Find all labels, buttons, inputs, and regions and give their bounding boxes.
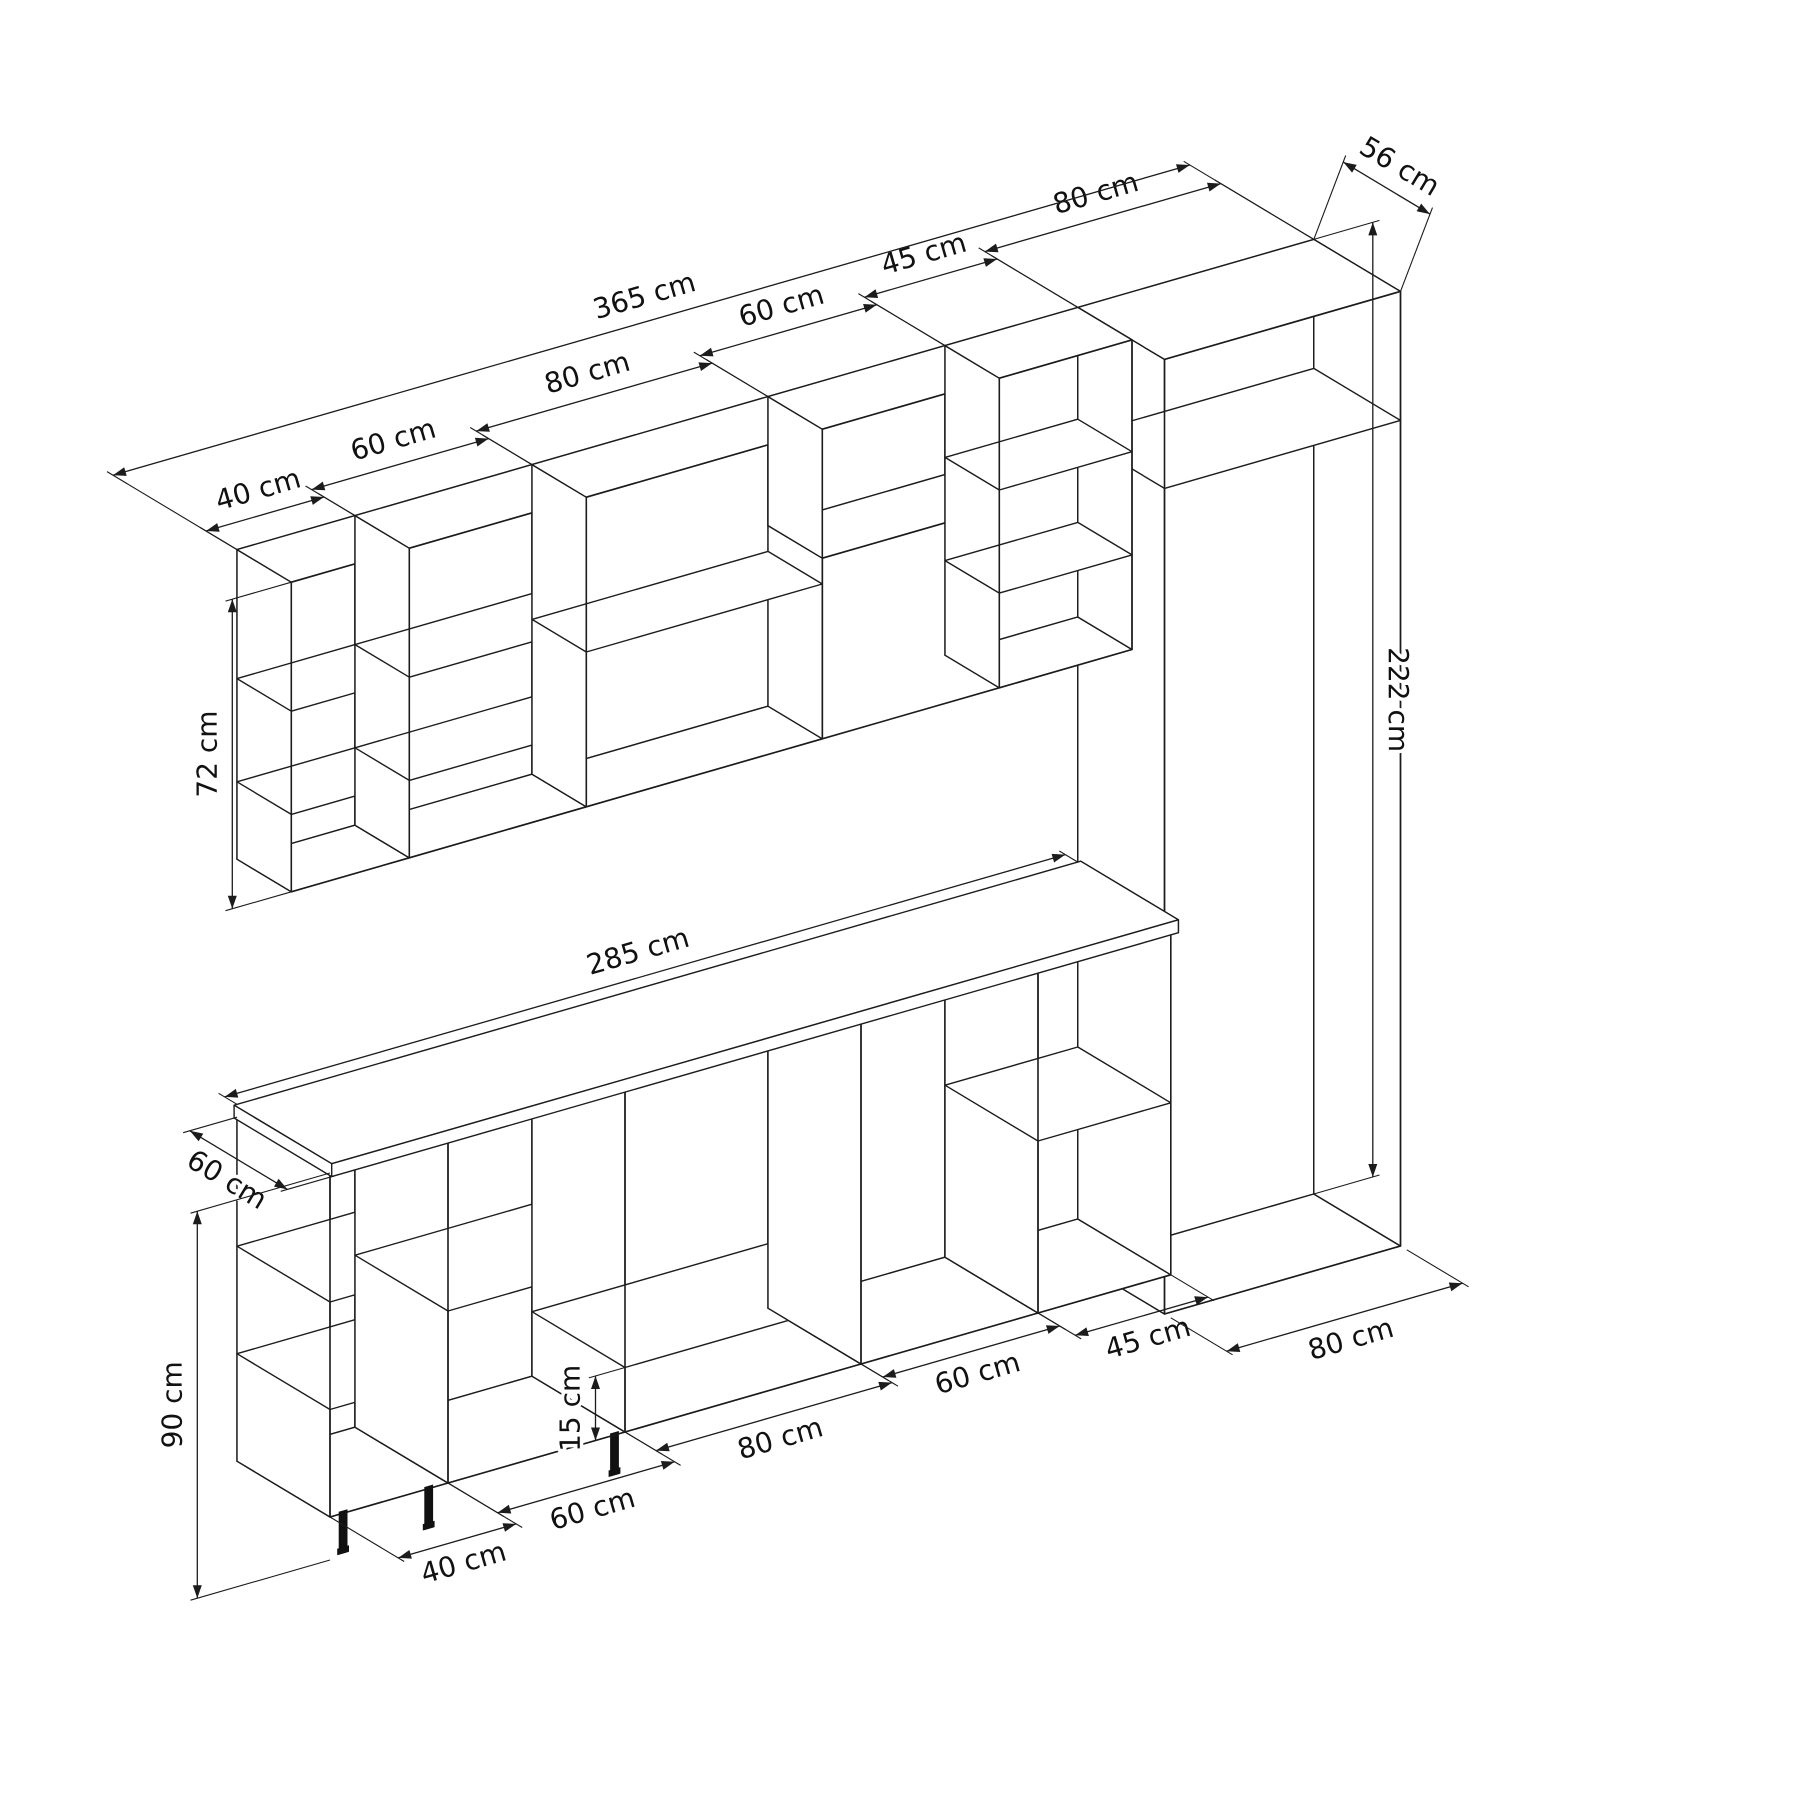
- dimension-label: 285 cm: [583, 921, 693, 982]
- upper-cabinet-5: [944, 306, 1133, 689]
- dimension-label: 60 cm: [546, 1481, 639, 1537]
- dimension-label: 60 cm: [347, 412, 440, 468]
- dimension-label: 222 cm: [1382, 647, 1415, 752]
- dim-shelf-space-15: 15 cm: [550, 1361, 626, 1455]
- dimension-label: 56 cm: [1354, 130, 1446, 203]
- cabinet-legs: [337, 1431, 621, 1556]
- dimension-label: 365 cm: [589, 265, 699, 326]
- dim-upper-height-72: 72 cm: [187, 581, 292, 912]
- dimension-label: 45 cm: [1101, 1310, 1194, 1366]
- dimension-label: 60 cm: [735, 278, 828, 334]
- dimension-label: 60 cm: [931, 1345, 1024, 1401]
- dimension-label: 80 cm: [1049, 165, 1142, 221]
- dimension-label: 72 cm: [190, 710, 223, 797]
- dim-tall-height-222: 222 cm: [1313, 219, 1418, 1195]
- dimension-label: 80 cm: [734, 1410, 827, 1466]
- dimension-label: 45 cm: [877, 226, 970, 282]
- dimension-label: 90 cm: [155, 1361, 188, 1448]
- dimension-label: 15 cm: [554, 1365, 587, 1452]
- dim-base-height-90: 90 cm: [152, 1172, 331, 1601]
- dimension-label: 80 cm: [1304, 1311, 1397, 1367]
- countertop: [233, 860, 1180, 1178]
- dimension-label: 40 cm: [212, 462, 305, 518]
- dimension-label: 40 cm: [417, 1535, 510, 1591]
- dimension-label: 80 cm: [541, 345, 634, 401]
- upper-cabinet-3: [531, 395, 824, 808]
- furniture-drawing: [233, 238, 1402, 1556]
